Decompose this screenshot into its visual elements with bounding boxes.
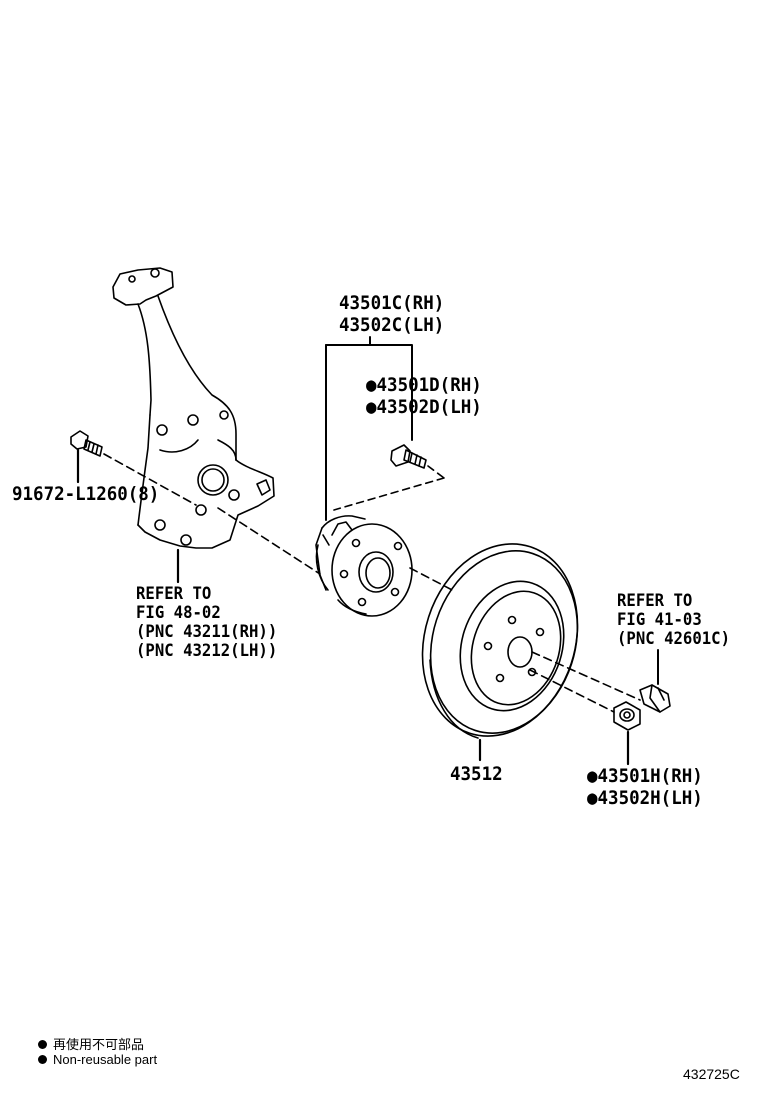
brake-disc (421, 543, 579, 739)
wheel-nut-reference-line-3[interactable]: (PNC 42601C) (617, 629, 731, 649)
legend-en: Non-reusable part (38, 1052, 157, 1067)
legend-en-text: Non-reusable part (53, 1052, 158, 1067)
wheel-nut (639, 684, 671, 713)
wheel-nut-reference-line-2[interactable]: FIG 41-03 (617, 610, 702, 630)
hub-bearing-assembly (315, 515, 413, 617)
legend-jp: 再使用不可部品 (38, 1034, 144, 1053)
legend-jp-text: 再使用不可部品 (53, 1037, 145, 1052)
knuckle-reference-line-1: REFER TO (136, 584, 212, 604)
hub-nut-rh-label[interactable]: ●43501H(RH) (587, 765, 703, 787)
hub-bolt-rh-label[interactable]: ●43501D(RH) (366, 374, 482, 396)
knuckle-bolt-label[interactable]: 91672-L1260(8) (12, 483, 160, 505)
knuckle-bolt (70, 430, 103, 457)
hub-bolt-lh-label[interactable]: ●43502D(LH) (366, 396, 482, 418)
knuckle-reference-line-2[interactable]: FIG 48-02 (136, 603, 221, 623)
hub-assy-rh-label[interactable]: 43501C(RH) (339, 292, 445, 314)
hub-bolt (390, 444, 427, 469)
figure-code: 432725C (683, 1066, 740, 1082)
steering-knuckle (112, 267, 275, 549)
bullet-icon (38, 1055, 47, 1064)
hub-assy-lh-label[interactable]: 43502C(LH) (339, 314, 445, 336)
bullet-icon (38, 1040, 47, 1049)
hub-nut (613, 701, 641, 731)
knuckle-reference-line-4[interactable]: (PNC 43212(LH)) (136, 641, 278, 661)
disc-label[interactable]: 43512 (450, 763, 503, 785)
wheel-nut-reference-line-1: REFER TO (617, 591, 693, 611)
hub-nut-lh-label[interactable]: ●43502H(LH) (587, 787, 703, 809)
knuckle-reference-line-3[interactable]: (PNC 43211(RH)) (136, 622, 278, 642)
